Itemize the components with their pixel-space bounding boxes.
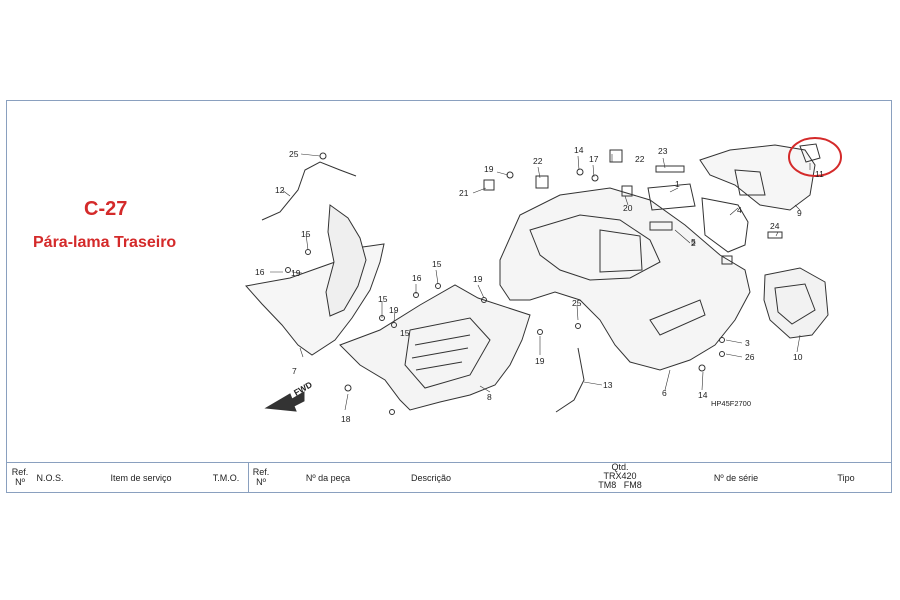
- callout-19d: 19: [484, 164, 494, 174]
- callout-18: 18: [341, 414, 351, 424]
- callout-16b: 16: [412, 273, 422, 283]
- col-descricao: Descrição: [410, 473, 451, 483]
- callout-13: 13: [603, 380, 613, 390]
- tail-light-housing: [763, 267, 829, 339]
- callout-26: 26: [745, 352, 755, 362]
- page-code: C-27: [84, 198, 128, 220]
- callout-14a: 14: [574, 145, 584, 155]
- callout-11: 11: [815, 169, 824, 179]
- callout-22a: 22: [533, 156, 543, 166]
- rear-top-cover: [699, 144, 816, 211]
- col-tmo: T.M.O.: [212, 473, 240, 483]
- callout-10: 10: [793, 352, 803, 362]
- callout-9: 9: [797, 208, 802, 218]
- callout-19a: 19: [291, 268, 301, 278]
- callout-3: 3: [745, 338, 750, 348]
- page-subtitle: Pára-lama Traseiro: [33, 234, 177, 251]
- col-num-serie: Nº de série: [713, 473, 759, 483]
- col-num-peca: Nº da peça: [305, 473, 351, 483]
- callout-15a: 15: [301, 229, 311, 239]
- rack-bracket: [647, 183, 696, 211]
- callout-7: 7: [292, 366, 297, 376]
- callout-19c: 19: [473, 274, 483, 284]
- callout-12: 12: [275, 185, 285, 195]
- callout-24: 24: [770, 221, 780, 231]
- callout-25a: 25: [289, 149, 299, 159]
- col-item-servico: Item de serviço: [110, 473, 172, 483]
- step-floor-center: [339, 284, 531, 411]
- support-rod-12: [261, 161, 357, 221]
- rear-fender: [499, 187, 751, 371]
- col-tipo: Tipo: [837, 473, 855, 483]
- diagram-reference: HP45F2700: [711, 399, 752, 408]
- diagram-sheet: [6, 100, 892, 493]
- callout-6: 6: [662, 388, 667, 398]
- callout-2: 2: [691, 238, 696, 248]
- callout-17: 17: [589, 154, 599, 164]
- callout-15b: 15: [378, 294, 388, 304]
- callout-23: 23: [658, 146, 668, 156]
- col-nos: N.O.S.: [36, 473, 64, 483]
- callout-5: 5: [691, 237, 696, 247]
- fwd-arrow: [264, 391, 305, 412]
- callout-19e: 19: [535, 356, 545, 366]
- col-ref-b: Ref.Nº: [252, 467, 270, 487]
- callout-16a: 16: [255, 267, 265, 277]
- callout-19b: 19: [389, 305, 399, 315]
- callout-8: 8: [487, 392, 492, 402]
- callout-25b: 25: [572, 298, 582, 308]
- callout-21: 21: [459, 188, 469, 198]
- col-ref-a: Ref.Nº: [11, 467, 29, 487]
- front-fender-left-flap: [325, 204, 367, 317]
- support-rod-13: [555, 347, 585, 413]
- parts-table-header: Ref.Nº N.O.S. Item de serviço T.M.O. Ref…: [6, 462, 892, 493]
- callout-22b: 22: [635, 154, 645, 164]
- callout-15d: 15: [400, 328, 410, 338]
- callout-1: 1: [675, 179, 680, 189]
- col-qtd: Qtd. TRX420 TM8 FM8: [598, 462, 642, 490]
- highlight-circle: [788, 137, 842, 177]
- callout-15c: 15: [432, 259, 442, 269]
- callout-14b: 14: [698, 390, 708, 400]
- callout-4: 4: [737, 205, 742, 215]
- callout-20: 20: [623, 203, 633, 213]
